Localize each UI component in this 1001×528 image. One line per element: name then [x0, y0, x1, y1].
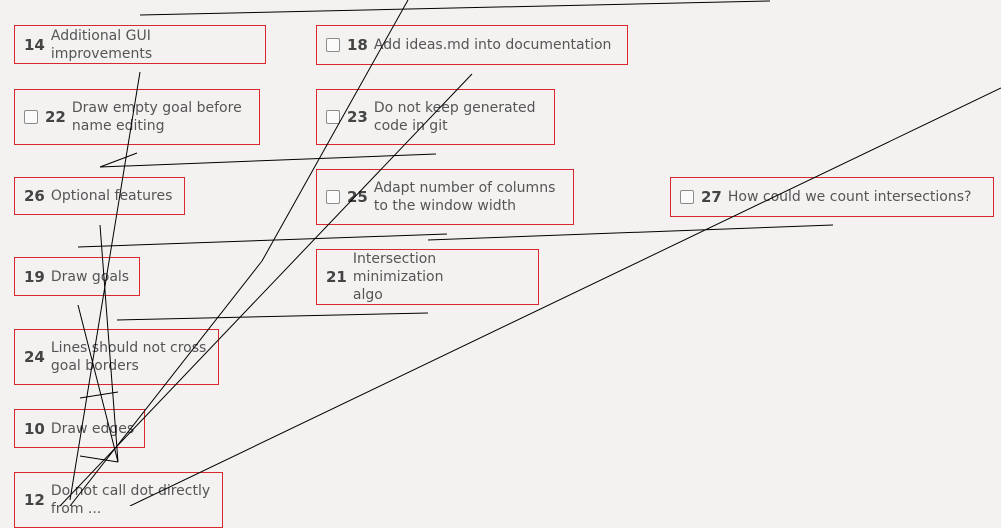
goal-number: 22: [45, 108, 66, 126]
goal-18[interactable]: 18 Add ideas.md into documentation: [316, 25, 628, 65]
goal-title: Add ideas.md into documentation: [373, 37, 612, 53]
goal-10[interactable]: 10 Draw edges: [14, 409, 145, 448]
goal-27[interactable]: 27 How could we count intersections?: [670, 177, 994, 217]
goal-number: 23: [347, 108, 368, 126]
goal-title: Do not keep generated code in git: [373, 100, 536, 134]
goal-24[interactable]: 24 Lines should not cross goal borders: [14, 329, 219, 385]
goal-number: 12: [24, 491, 45, 509]
goal-12[interactable]: 12 Do not call dot directly from ...: [14, 472, 223, 528]
goal-edge: [139, 0, 771, 16]
goal-edge: [99, 152, 138, 168]
goal-title: How could we count intersections?: [727, 189, 972, 205]
goal-edge: [99, 153, 437, 168]
goal-edge: [79, 391, 119, 399]
goal-number: 19: [24, 267, 45, 286]
goal-number: 26: [24, 187, 45, 205]
goal-title: Draw goals: [50, 268, 130, 285]
goal-number: 24: [24, 348, 45, 366]
goal-checkbox[interactable]: [326, 110, 340, 124]
goal-number: 14: [24, 35, 45, 54]
goal-23[interactable]: 23 Do not keep generated code in git: [316, 89, 555, 145]
goal-19[interactable]: 19 Draw goals: [14, 257, 140, 296]
goal-edge: [79, 455, 119, 463]
goal-title: Do not call dot directly from ...: [50, 483, 211, 517]
goal-title: Optional features: [50, 188, 173, 204]
goal-number: 27: [701, 188, 722, 206]
goal-edge: [129, 87, 1001, 506]
goal-checkbox[interactable]: [326, 38, 340, 52]
goal-title: Additional GUI improvements: [50, 27, 153, 62]
goal-title: Lines should not cross goal borders: [50, 340, 207, 374]
goal-26[interactable]: 26 Optional features: [14, 177, 185, 215]
goal-title: Intersection minimization algo: [352, 251, 444, 303]
goal-21[interactable]: 21 Intersection minimization algo: [316, 249, 539, 305]
goal-checkbox[interactable]: [326, 190, 340, 204]
goal-title: Draw empty goal before name editing: [71, 100, 242, 134]
goal-checkbox[interactable]: [24, 110, 38, 124]
goal-number: 10: [24, 419, 45, 438]
goal-edge: [427, 224, 834, 241]
goal-title: Adapt number of columns to the window wi…: [373, 180, 556, 214]
goal-14[interactable]: 14 Additional GUI improvements: [14, 25, 266, 64]
goal-number: 25: [347, 188, 368, 206]
goal-title: Draw edges: [50, 420, 135, 437]
goal-number: 18: [347, 36, 368, 54]
goal-number: 21: [326, 268, 347, 286]
goal-checkbox[interactable]: [680, 190, 694, 204]
goal-edge: [77, 233, 448, 248]
goal-22[interactable]: 22 Draw empty goal before name editing: [14, 89, 260, 145]
goal-25[interactable]: 25 Adapt number of columns to the window…: [316, 169, 574, 225]
goal-edge: [116, 312, 429, 321]
